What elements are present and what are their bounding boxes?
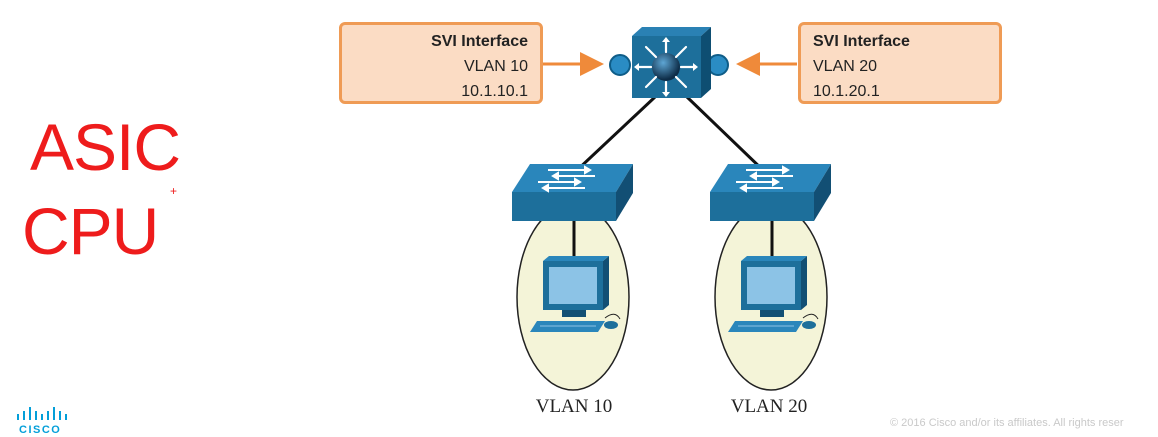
- svi-ip: 10.1.20.1: [813, 83, 880, 100]
- svi-ip: 10.1.10.1: [461, 83, 528, 100]
- pc-workstation-icon: [728, 256, 819, 332]
- svi-port-left: [609, 54, 631, 76]
- plus-mark: +: [170, 184, 178, 198]
- vlan-10-label: VLAN 10: [535, 396, 613, 417]
- uplink-cables: [572, 95, 768, 175]
- svi-vlan: VLAN 20: [813, 58, 878, 75]
- vlan-20-group: [710, 164, 831, 391]
- cisco-wordmark: CISCO: [19, 424, 62, 436]
- vlan-10-group: [512, 164, 633, 391]
- pc-workstation-icon: [530, 256, 621, 332]
- svi-header: SVI Interface: [813, 33, 910, 50]
- asic-annotation: ASIC: [30, 110, 181, 184]
- multilayer-switch-icon: [632, 27, 711, 98]
- cpu-annotation: CPU: [22, 194, 159, 268]
- svi-vlan: VLAN 10: [463, 58, 528, 75]
- cisco-logo-icon: [17, 407, 67, 420]
- copyright-notice: © 2016 Cisco and/or its affiliates. All …: [890, 417, 1124, 429]
- vlan-20-label: VLAN 20: [730, 396, 808, 417]
- svi-interface-box-vlan20: SVI Interface VLAN 20 10.1.20.1: [798, 22, 1002, 104]
- access-switch-icon: [512, 164, 633, 221]
- svi-interface-box-vlan10: SVI Interface VLAN 10 10.1.10.1: [339, 22, 543, 104]
- svi-header: SVI Interface: [431, 33, 528, 50]
- access-switch-icon: [710, 164, 831, 221]
